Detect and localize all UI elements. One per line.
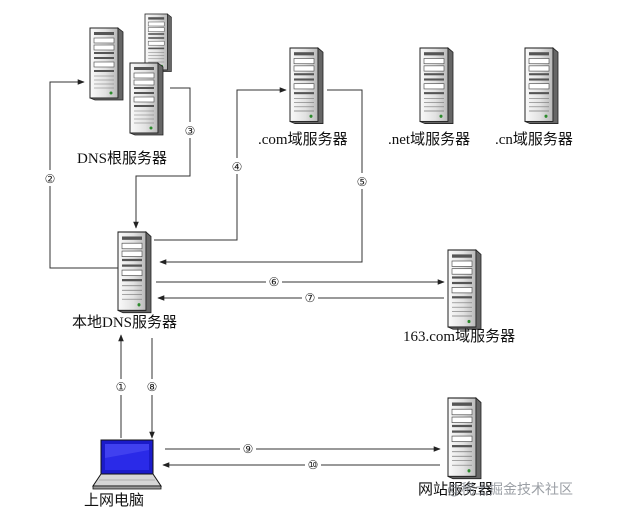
step-4-label: ④ [232, 160, 243, 174]
step-6-label: ⑥ [269, 275, 280, 289]
net-label: .net域服务器 [388, 131, 470, 148]
step-8-label: ⑧ [147, 380, 158, 394]
dns-root-server-icon [129, 62, 164, 136]
step-3-arrow [133, 87, 191, 229]
cn-server-icon [524, 47, 559, 125]
local-label: 本地DNS服务器 [72, 314, 177, 331]
web-server-icon [447, 397, 482, 480]
cn-label: .cn域服务器 [495, 131, 573, 148]
step-5-label: ⑤ [357, 175, 368, 189]
step-10-label: ⑩ [308, 458, 319, 472]
dns-root-server-icon [89, 27, 124, 101]
local-dns-server-icon [117, 231, 152, 314]
step-3-label: ③ [185, 124, 196, 138]
site163-server-icon [447, 249, 482, 330]
net-server-icon [419, 47, 454, 125]
step-4-arrow [154, 87, 287, 241]
step-1-label: ① [116, 380, 127, 394]
step-2-label: ② [45, 172, 56, 186]
pc-label: 上网电脑 [84, 492, 144, 509]
step-9-label: ⑨ [243, 442, 254, 456]
root-label: DNS根服务器 [77, 150, 167, 167]
site163-label: 163.com域服务器 [403, 328, 515, 345]
step-2-arrow [49, 79, 118, 269]
watermark: @稀土掘金技术社区 [447, 482, 573, 498]
web-label: 网站服务器 [418, 481, 493, 498]
com-server-icon [289, 47, 324, 125]
step-numbers: ② ③ ④ ⑤ ⑥ ⑦ ① ⑧ ⑨ ⑩ [42, 122, 370, 473]
step-7-label: ⑦ [305, 291, 316, 305]
com-label: .com域服务器 [258, 131, 348, 148]
laptop-icon [92, 439, 162, 490]
